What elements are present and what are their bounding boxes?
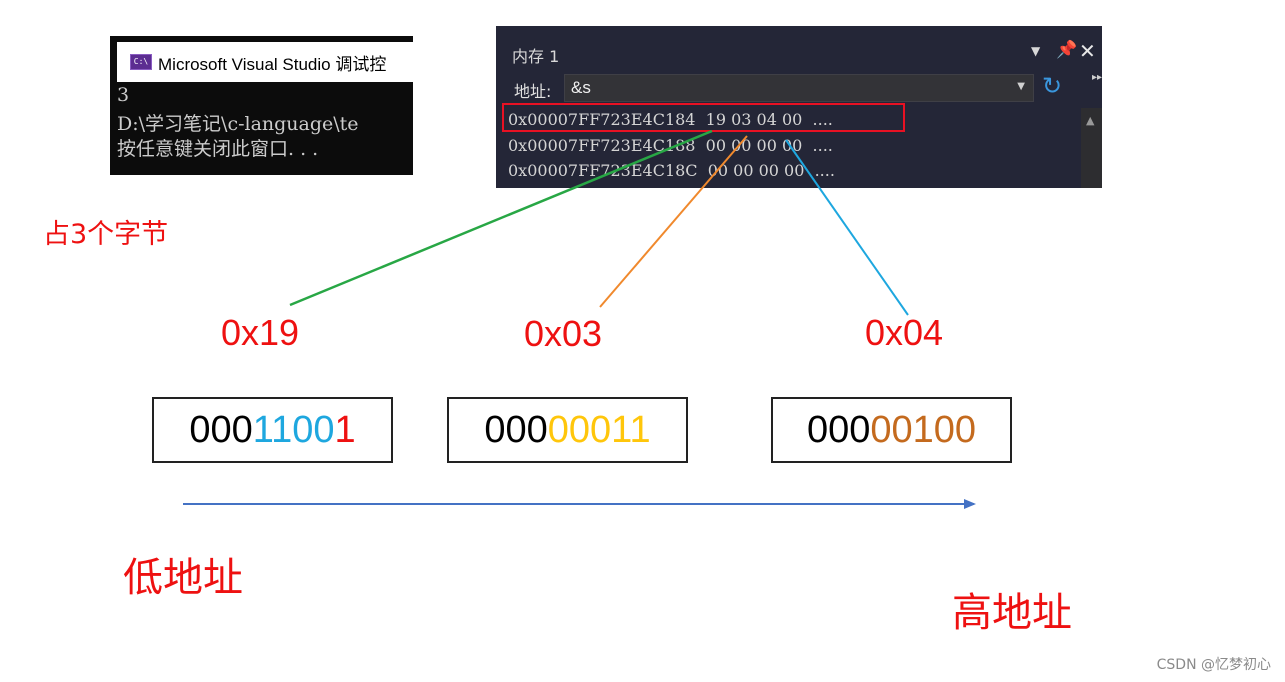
- connector-line-green: [289, 129, 713, 307]
- console-output-line: 按任意键关闭此窗口. . .: [117, 138, 319, 160]
- console-titlebar: C:\ Microsoft Visual Studio 调试控: [117, 42, 413, 82]
- address-label: 地址:: [514, 82, 552, 101]
- refresh-icon[interactable]: ↻: [1042, 72, 1063, 100]
- visual-studio-icon: C:\: [130, 54, 152, 70]
- console-window: C:\ Microsoft Visual Studio 调试控 3 D:\学习笔…: [110, 36, 413, 175]
- connector-line-blue: [785, 139, 909, 316]
- memory-window: 内存 1 ▼ 📌 ✕ 地址: &s ▼ ↻ ▸▸ 0x00007FF723E4C…: [496, 26, 1102, 188]
- bits-colored: 00011: [547, 408, 651, 451]
- bits-prefix: 000: [806, 408, 871, 451]
- console-output-line: 3: [117, 84, 130, 106]
- memory-row: 0x00007FF723E4C184 19 03 04 00 ....: [508, 110, 833, 129]
- highlight-box: [502, 103, 905, 132]
- low-address-label: 低地址: [123, 555, 243, 601]
- pin-icon[interactable]: 📌: [1056, 40, 1078, 60]
- connector-line-orange: [599, 135, 748, 308]
- window-dropdown-icon[interactable]: ▼: [1031, 44, 1041, 58]
- hex-label: 0x04: [865, 312, 944, 353]
- memory-window-title: 内存 1: [512, 47, 560, 66]
- address-input[interactable]: &s ▼: [564, 74, 1034, 102]
- bits-prefix: 000: [484, 408, 548, 451]
- bits-colored: 1: [334, 408, 356, 451]
- address-value: &s: [571, 78, 591, 97]
- bits-colored: 1100: [252, 408, 335, 451]
- console-output-line: D:\学习笔记\c-language\te: [117, 113, 359, 135]
- more-options-icon[interactable]: ▸▸: [1092, 72, 1102, 83]
- vertical-scrollbar[interactable]: ▲: [1081, 108, 1102, 188]
- memory-row: 0x00007FF723E4C188 00 00 00 00 ....: [508, 136, 833, 155]
- scroll-up-icon[interactable]: ▲: [1086, 114, 1095, 127]
- bits-colored: 00100: [870, 408, 977, 451]
- watermark: CSDN @忆梦初心: [1156, 657, 1271, 673]
- hex-label: 0x03: [524, 313, 603, 354]
- bits-prefix: 000: [189, 408, 253, 451]
- high-address-label: 高地址: [952, 590, 1072, 636]
- size-note: 占3个字节: [43, 219, 169, 250]
- hex-label: 0x19: [221, 312, 300, 353]
- chevron-down-icon[interactable]: ▼: [1017, 81, 1025, 92]
- console-title: Microsoft Visual Studio 调试控: [158, 54, 387, 74]
- close-icon[interactable]: ✕: [1079, 39, 1096, 63]
